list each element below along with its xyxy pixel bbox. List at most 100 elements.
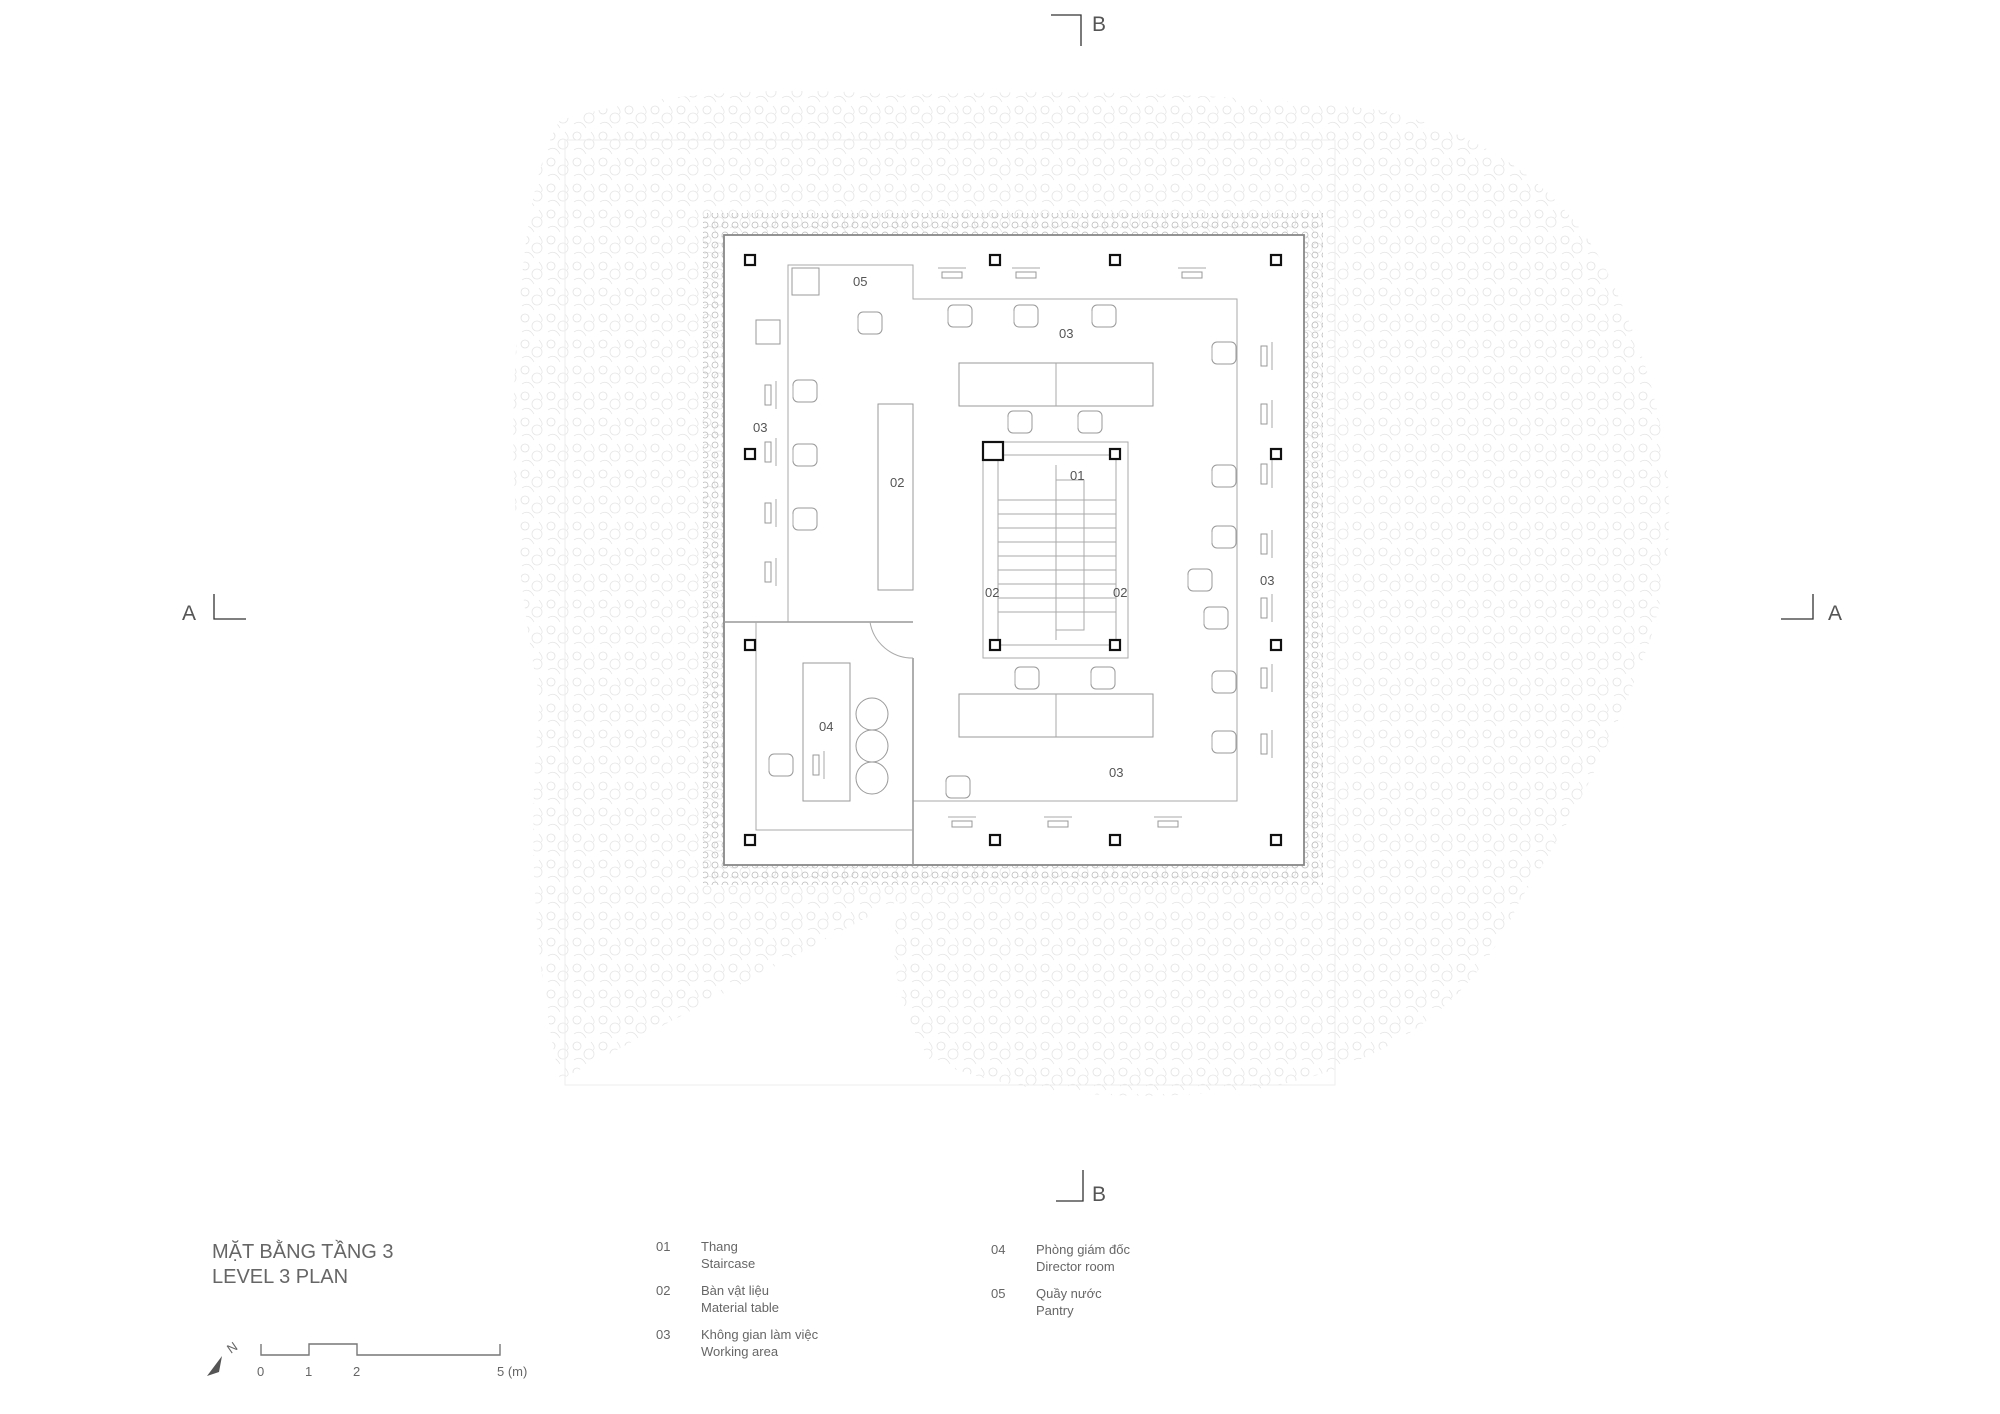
tag-stair: 01 <box>1070 468 1084 483</box>
desk-with-monitor <box>764 558 777 586</box>
svg-text:Bàn vật liệu: Bàn vật liệu <box>701 1283 769 1298</box>
desk-with-monitor <box>1260 342 1273 370</box>
column <box>1108 833 1122 847</box>
section-mark-a-left: A <box>182 594 246 625</box>
stool <box>855 761 889 795</box>
tag-pantry: 05 <box>853 274 867 289</box>
director-desk <box>802 662 851 802</box>
section-mark-b-bottom: B <box>1056 1170 1106 1206</box>
legend-item-pantry: 05 Quầy nước Pantry <box>991 1286 1102 1318</box>
svg-text:04: 04 <box>991 1242 1005 1257</box>
svg-text:01: 01 <box>656 1239 670 1254</box>
chair <box>768 753 794 777</box>
chair <box>1090 666 1116 690</box>
svg-text:A: A <box>182 602 196 625</box>
fridge <box>755 319 781 345</box>
svg-text:Staircase: Staircase <box>701 1256 755 1271</box>
plan-title-en: LEVEL 3 PLAN <box>212 1266 348 1288</box>
svg-text:A: A <box>1828 602 1842 625</box>
svg-text:Quầy nước: Quầy nước <box>1036 1286 1102 1301</box>
svg-text:Thang: Thang <box>701 1239 738 1254</box>
tag-material-left: 02 <box>890 475 904 490</box>
plan-title-vi: MẶT BẰNG TẦNG 3 <box>212 1239 394 1263</box>
column <box>1108 447 1122 461</box>
scale-bar: 0 1 2 5 (m) <box>257 1343 527 1379</box>
column <box>743 638 757 652</box>
chair <box>945 775 971 799</box>
column <box>1108 253 1122 267</box>
tag-material-stair-left: 02 <box>985 585 999 600</box>
chair <box>792 379 818 403</box>
column <box>981 440 1005 462</box>
chair <box>857 311 883 335</box>
chair <box>1211 670 1237 694</box>
svg-text:Không gian làm việc: Không gian làm việc <box>701 1327 819 1342</box>
column <box>988 638 1002 652</box>
legend: 01 Thang Staircase 02 Bàn vật liệu Mater… <box>656 1239 1130 1359</box>
chair <box>1211 730 1237 754</box>
chair <box>1007 410 1033 434</box>
desk-with-monitor <box>764 438 777 466</box>
column <box>988 833 1002 847</box>
chair <box>1077 410 1103 434</box>
staircase <box>982 441 1129 659</box>
chair <box>1013 304 1039 328</box>
svg-text:0: 0 <box>257 1364 264 1379</box>
furniture <box>755 267 1154 802</box>
legend-item-working-area: 03 Không gian làm việc Working area <box>656 1327 819 1359</box>
chair <box>1203 606 1229 630</box>
svg-text:Material table: Material table <box>701 1300 779 1315</box>
desk-with-monitor <box>1012 267 1040 279</box>
svg-text:Pantry: Pantry <box>1036 1303 1074 1318</box>
stool <box>855 697 889 731</box>
svg-text:Phòng giám đốc: Phòng giám đốc <box>1036 1242 1130 1257</box>
legend-item-director-room: 04 Phòng giám đốc Director room <box>991 1242 1130 1274</box>
column <box>1108 638 1122 652</box>
desk-with-monitor <box>1260 594 1273 622</box>
chairs <box>768 304 1237 799</box>
material-table-left <box>877 403 914 591</box>
svg-text:N: N <box>224 1339 240 1357</box>
tag-work-right: 03 <box>1260 573 1274 588</box>
column <box>1269 447 1283 461</box>
svg-text:Director room: Director room <box>1036 1259 1115 1274</box>
structural-columns <box>743 253 1283 847</box>
chair <box>1091 304 1117 328</box>
svg-text:05: 05 <box>991 1286 1005 1301</box>
wall-desks <box>764 267 1273 828</box>
section-mark-a-right: A <box>1781 594 1842 625</box>
desk-with-monitor <box>948 816 976 828</box>
svg-text:B: B <box>1092 1183 1106 1206</box>
desk-with-monitor <box>1260 530 1273 558</box>
column <box>743 253 757 267</box>
column <box>1269 638 1283 652</box>
legend-item-staircase: 01 Thang Staircase <box>656 1239 755 1271</box>
column <box>1269 833 1283 847</box>
tag-work-top: 03 <box>1059 326 1073 341</box>
chair <box>1211 341 1237 365</box>
chair <box>947 304 973 328</box>
tag-work-bottom: 03 <box>1109 765 1123 780</box>
chair <box>792 507 818 531</box>
stool <box>855 729 889 763</box>
chair <box>1211 464 1237 488</box>
tag-material-stair-right: 02 <box>1113 585 1127 600</box>
north-arrow-icon: N <box>207 1339 240 1376</box>
desk-with-monitor <box>1260 664 1273 692</box>
svg-text:03: 03 <box>656 1327 670 1342</box>
desk-with-monitor <box>1260 400 1273 428</box>
pantry-counter <box>791 267 820 296</box>
section-mark-b-top: B <box>1051 13 1106 46</box>
desk-with-monitor <box>812 751 825 779</box>
desk-with-monitor <box>1044 816 1072 828</box>
desk-with-monitor <box>764 499 777 527</box>
column <box>743 833 757 847</box>
desk-with-monitor <box>1154 816 1182 828</box>
tag-work-left: 03 <box>753 420 767 435</box>
interior-walls <box>724 264 1238 865</box>
desk-with-monitor <box>1260 730 1273 758</box>
desk-with-monitor <box>764 381 777 409</box>
svg-text:1: 1 <box>305 1364 312 1379</box>
desk-with-monitor <box>1260 460 1273 488</box>
